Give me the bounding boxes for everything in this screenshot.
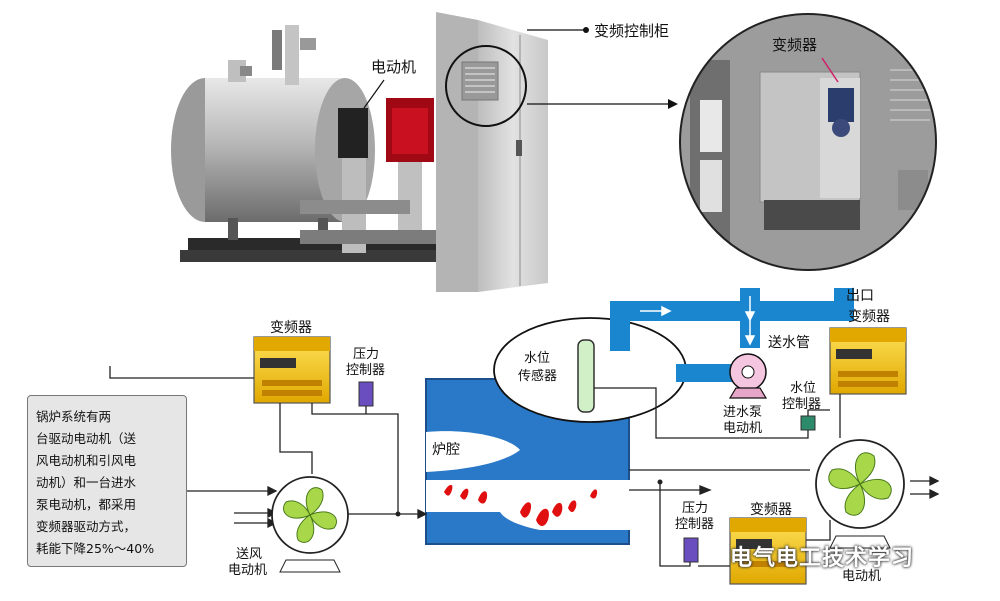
pressure-controller-bottom [683,537,699,563]
level-controller [800,415,816,431]
note-line: 变频器驱动方式， [36,519,137,534]
feed-pump-label-2: 电动机 [723,421,762,436]
motor-label: 电动机 [371,58,416,76]
vfd-bottom [729,517,807,585]
furnace-label: 炉腔 [432,442,460,458]
supply-pipe-label: 送水管 [768,335,810,351]
pressure-ctrl-bottom-label-1: 压力 [682,501,708,516]
level-ctrl-label-2: 控制器 [782,397,821,412]
vfd-left [253,336,331,404]
signal-wires [109,366,841,567]
pressure-ctrl-top-label-2: 控制器 [346,363,385,378]
blower-label-1: 送风 [236,547,262,562]
watermark: 电气电工技术学习 [730,546,915,571]
note-line: 锅炉系统有两 [36,409,112,424]
outlet-label: 出口 [846,288,874,304]
vfd-bottom-label: 变频器 [750,502,792,518]
blower-fan [271,476,349,573]
note-line: 台驱动电动机（送 [36,431,137,446]
photo-callouts: 电动机 变频控制柜 [363,22,678,109]
exhaust-fan [815,439,905,549]
feed-pump [728,353,768,399]
vfd-zoom-label: 变频器 [772,36,817,54]
water-level-sensor [577,339,595,413]
pressure-ctrl-top-label-1: 压力 [353,347,379,362]
equipment-photo [171,12,548,292]
vfd-right [829,327,907,395]
vfd-left-label: 变频器 [270,320,312,336]
note-line: 耗能下降25%～40% [36,541,155,556]
level-ctrl-label-1: 水位 [790,381,816,396]
flue-channel [426,431,520,472]
feed-pump-label-1: 进水泵 [723,405,762,420]
note-box: 锅炉系统有两 台驱动电动机（送 风电动机和引风电 动机）和一台进水 泵电动机，都… [27,395,187,567]
vfd-cabinet-label: 变频控制柜 [594,22,669,40]
inverter-zoom [680,14,936,270]
flow-arrows-blue [640,296,756,346]
pressure-controller-top [358,381,374,407]
pressure-ctrl-bottom-label-2: 控制器 [675,517,714,532]
level-sensor-label-2: 传感器 [518,368,557,384]
note-line: 动机）和一台进水 [36,475,137,490]
water-pipes [610,288,854,382]
note-line: 泵电动机，都采用 [36,497,137,512]
exhaust-motor-label: 电动机 [842,569,881,584]
flames [444,484,598,526]
zoom-circle-border [679,13,937,271]
blower-label-2: 电动机 [228,563,267,578]
vfd-right-label: 变频器 [848,309,890,325]
note-line: 风电动机和引风电 [36,453,137,468]
level-sensor-label-1: 水位 [524,351,550,366]
